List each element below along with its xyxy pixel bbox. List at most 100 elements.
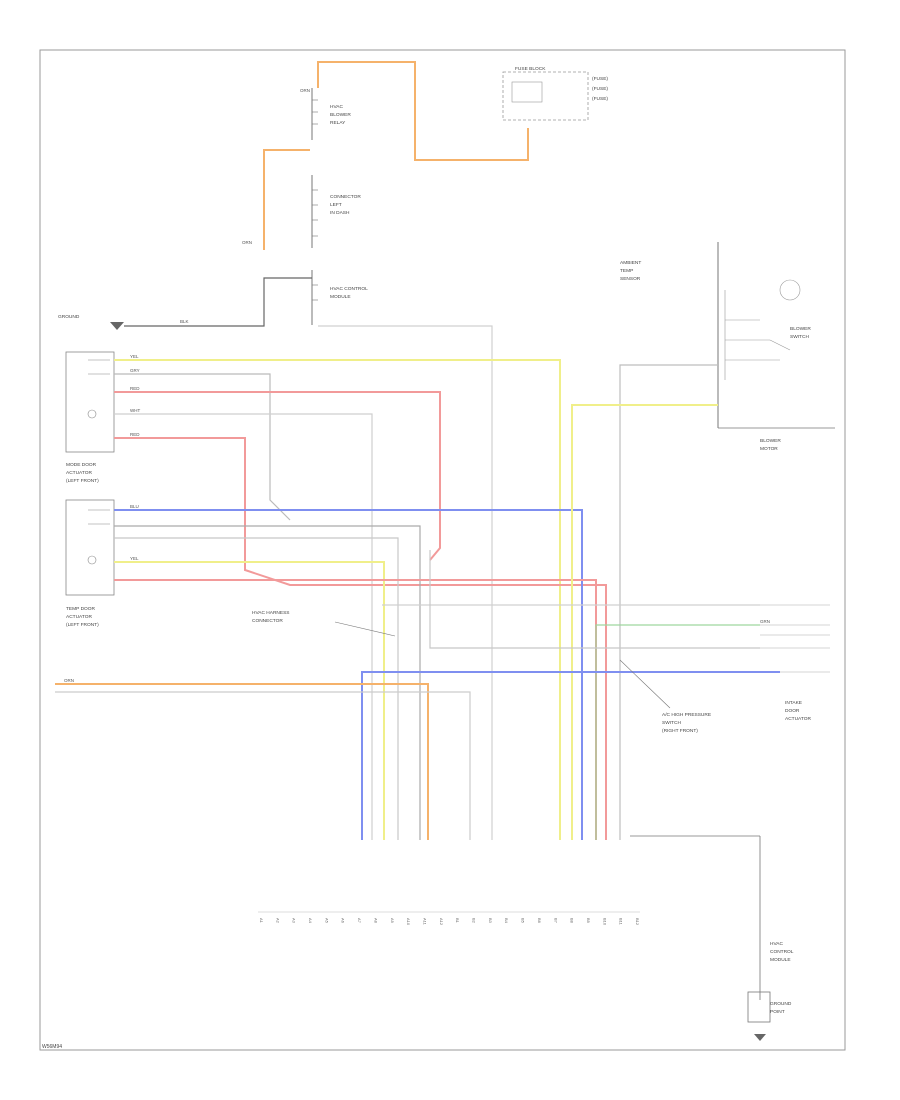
ground-upper-label: GROUND <box>58 314 80 320</box>
connector-top: CONNECTOR LEFT IN DASH <box>311 175 361 248</box>
wire-label-black: BLK <box>180 319 189 324</box>
pin-label: A5 <box>324 918 329 924</box>
pin-label: B1 <box>455 918 460 924</box>
connector-line-1: CONNECTOR <box>330 194 361 200</box>
wire-red-3 <box>114 579 597 840</box>
wire-red-1 <box>114 391 441 561</box>
pin-label: B7 <box>553 918 558 924</box>
intake-line-3: ACTUATOR <box>785 716 811 722</box>
fuse-block-line-2: (FUSE) <box>592 86 608 92</box>
hvac-upper-line-2: MODULE <box>330 294 351 300</box>
blower-switch-block: AMBIENT TEMP SENSOR BLOWER SWITCH BLOWER… <box>620 242 835 452</box>
wire-white-bottom <box>55 691 471 840</box>
wire-orange-bottom <box>55 683 429 840</box>
blower-switch-line-2: SWITCH <box>790 334 809 340</box>
pin-label: A1 <box>259 918 264 924</box>
pin-label: B5 <box>521 918 526 924</box>
wire-gray-3 <box>114 537 399 840</box>
hvac-control-upper: HVAC CONTROL MODULE <box>311 270 368 325</box>
pin-label: A2 <box>275 918 280 924</box>
wire-label-blue: BLU <box>130 504 139 509</box>
wire-gray-2 <box>114 525 421 840</box>
wire-label-orange-left: ORN <box>242 240 252 245</box>
ground-upper: GROUND <box>58 314 124 330</box>
actuator-lower-line-2: ACTUATOR <box>66 614 92 620</box>
wire-gray-right <box>619 364 718 840</box>
frame-code: W56M94 <box>42 1044 62 1050</box>
callout-right-line-1: A/C HIGH PRESSURE <box>662 712 711 718</box>
callout-right: A/C HIGH PRESSURE SWITCH (RIGHT FRONT) <box>619 659 711 734</box>
intake-line-2: DOOR <box>785 708 800 714</box>
callout-right-line-2: SWITCH <box>662 720 681 726</box>
pin-label: A6 <box>341 918 346 924</box>
pin-label: A12 <box>439 918 444 926</box>
pin-label: B6 <box>537 918 542 924</box>
fuse-block-label: FUSE BLOCK <box>515 66 546 72</box>
bottom-module: HVAC CONTROL MODULE GROUND POINT <box>630 835 794 1041</box>
callout-right-line-3: (RIGHT FRONT) <box>662 728 698 734</box>
ground-bottom-line-1: GROUND <box>770 1001 792 1007</box>
pin-label: A4 <box>308 918 313 924</box>
module-bottom-line-2: CONTROL <box>770 949 794 955</box>
wire-yellow-2 <box>114 561 385 840</box>
actuator-lower-line-3: (LEFT FRONT) <box>66 622 99 628</box>
wire-red-2 <box>114 437 607 840</box>
pin-label: B10 <box>602 918 607 926</box>
wire-gray-intake-2 <box>429 550 760 649</box>
fuse-block: FUSE BLOCK (FUSE) (FUSE) (FUSE) <box>502 66 608 121</box>
relay-line-1: HVAC <box>330 104 344 110</box>
pin-label: B2 <box>472 918 477 924</box>
actuator-lower-line-1: TEMP DOOR <box>66 606 95 612</box>
wire-white-1 <box>114 413 373 840</box>
harness-callout-line-2: CONNECTOR <box>252 618 283 624</box>
wire-label-orange-bottom: ORN <box>64 678 74 683</box>
pin-label: A9 <box>390 918 395 924</box>
hvac-upper-line-1: HVAC CONTROL <box>330 286 368 292</box>
pin-label: B4 <box>504 918 509 924</box>
blower-motor-line-2: MOTOR <box>760 446 778 452</box>
intake-actuator: INTAKE DOOR ACTUATOR <box>760 604 830 722</box>
connector-line-2: LEFT <box>330 202 342 208</box>
wire-blue-intake <box>361 671 780 840</box>
wire-orange-top <box>317 61 529 161</box>
wire-yellow-1 <box>114 359 561 840</box>
callout-left: HVAC HARNESS CONNECTOR <box>252 610 396 637</box>
wire-label-red-1: RED <box>130 386 140 391</box>
pin-label: B11 <box>619 918 624 926</box>
wire-label-yellow-1: YEL <box>130 354 139 359</box>
wire-label-green: GRN <box>760 619 770 624</box>
intake-line-1: INTAKE <box>785 700 802 706</box>
pin-label: B3 <box>488 918 493 924</box>
wire-label-orange-top: ORN <box>300 88 310 93</box>
temp-sensor-line-2: TEMP <box>620 268 633 274</box>
harness-callout-line-1: HVAC HARNESS <box>252 610 290 616</box>
pin-label: A10 <box>406 918 411 926</box>
pin-label: B12 <box>635 918 640 926</box>
module-bottom-line-1: HVAC <box>770 941 784 947</box>
diagram-frame <box>39 49 846 1051</box>
wire-label-gray: GRY <box>130 368 140 373</box>
ground-bottom-line-2: POINT <box>770 1009 785 1015</box>
pin-label: A11 <box>422 918 427 926</box>
wire-black-ground <box>124 277 312 327</box>
fuse-block-line-1: (FUSE) <box>592 76 608 82</box>
wire-orange-left <box>263 149 310 250</box>
module-bottom-line-3: MODULE <box>770 957 791 963</box>
pin-label: A3 <box>292 918 297 924</box>
fuse-block-line-3: (FUSE) <box>592 96 608 102</box>
relay-line-3: RELAY <box>330 120 346 126</box>
relay-line-2: BLOWER <box>330 112 351 118</box>
pin-label: B8 <box>570 918 575 924</box>
wire-gray-1 <box>114 373 291 521</box>
pin-label: A8 <box>373 918 378 924</box>
wire-label-red-2: RED <box>130 432 140 437</box>
wire-blue-1 <box>114 509 583 840</box>
wire-label-yellow-2: YEL <box>130 556 139 561</box>
temp-sensor-line-1: AMBIENT <box>620 260 641 266</box>
wire-yellow-right <box>571 404 718 840</box>
connector-line-3: IN DASH <box>330 210 350 216</box>
actuator-upper-line-1: MODE DOOR <box>66 462 97 468</box>
blower-switch-line-1: BLOWER <box>790 326 811 332</box>
actuator-upper-line-3: (LEFT FRONT) <box>66 478 99 484</box>
